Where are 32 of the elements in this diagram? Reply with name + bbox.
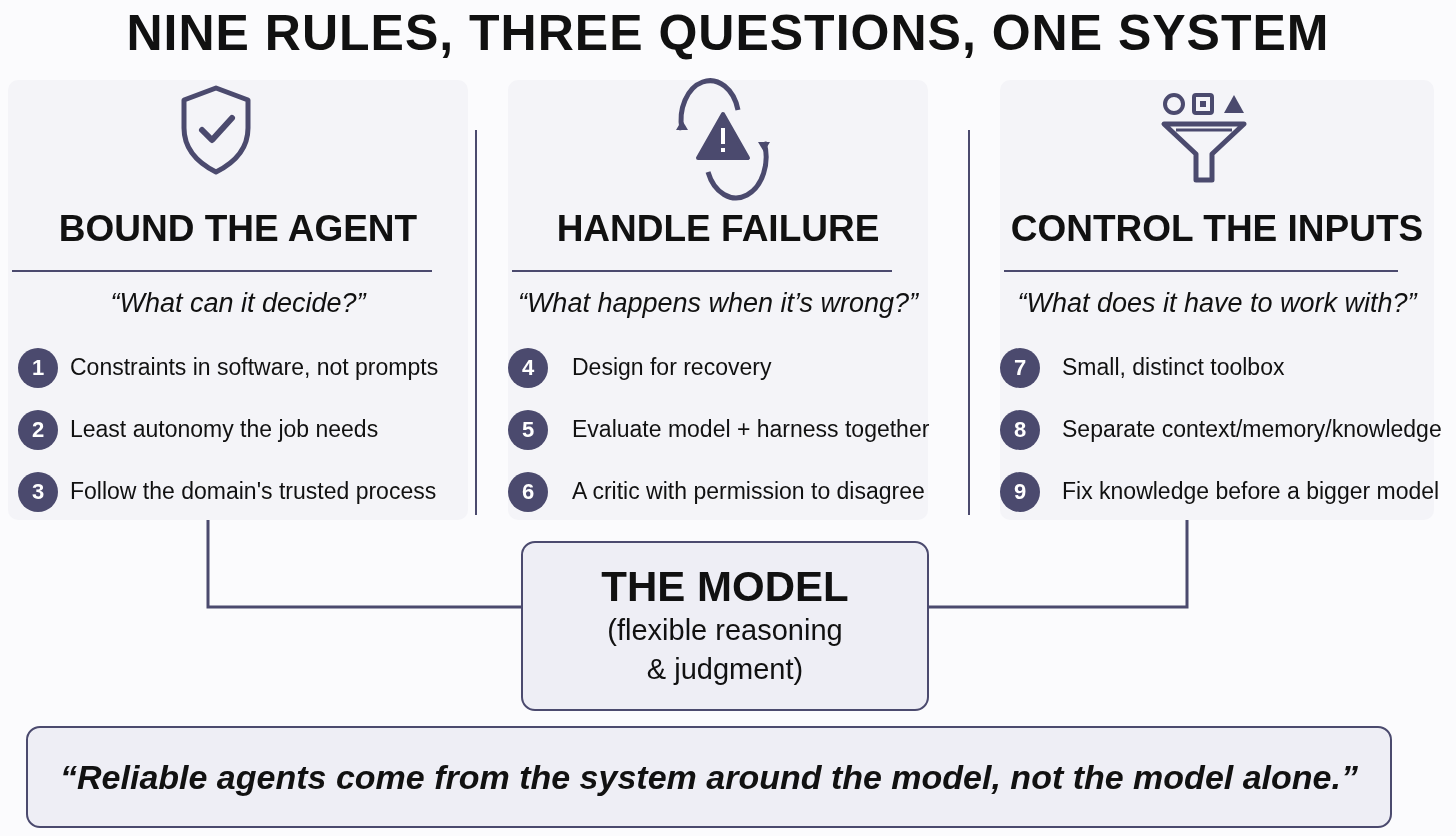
- connector-line: [206, 520, 521, 609]
- number-badge: 3: [18, 472, 58, 512]
- number-badge: 7: [1000, 348, 1040, 388]
- rule-text: Design for recovery: [572, 354, 772, 381]
- rule-text: Least autonomy the job needs: [70, 416, 379, 443]
- number-badge: 2: [18, 410, 58, 450]
- number-badge: 9: [1000, 472, 1040, 512]
- connector-line: [929, 520, 1189, 609]
- rule-text: Separate context/memory/knowledge: [1062, 416, 1442, 443]
- quote-box: [26, 726, 1392, 828]
- rule-text: Follow the domain's trusted process: [70, 478, 437, 505]
- column-question: “What happens when it’s wrong?”: [516, 288, 920, 319]
- model-subtitle: (flexible reasoning & judgment): [606, 612, 844, 687]
- rule-text: Fix knowledge before a bigger model: [1062, 478, 1440, 505]
- title: NINE RULES, THREE QUESTIONS, ONE SYSTEM: [125, 4, 1331, 62]
- number-badge: 8: [1000, 410, 1040, 450]
- rule-text: Small, distinct toolbox: [1062, 354, 1285, 381]
- number-badge: 5: [508, 410, 548, 450]
- column-heading: BOUND THE AGENT: [57, 208, 419, 250]
- quote-text: “Reliable agents come from the system around the model, not the model alone.”: [60, 757, 1358, 797]
- column-heading: HANDLE FAILURE: [555, 208, 881, 250]
- column-question: “What can it decide?”: [109, 288, 368, 319]
- rule-text: Evaluate model + harness together: [572, 416, 930, 443]
- column-heading: CONTROL THE INPUTS: [1009, 208, 1425, 250]
- rule-text: Constraints in software, not prompts: [70, 354, 439, 381]
- rule-text: A critic with permission to disagree: [572, 478, 925, 505]
- column-question: “What does it have to work with?”: [1016, 288, 1419, 319]
- number-badge: 4: [508, 348, 548, 388]
- number-badge: 6: [508, 472, 548, 512]
- number-badge: 1: [18, 348, 58, 388]
- model-title: THE MODEL: [601, 562, 849, 611]
- model-box: [521, 541, 929, 711]
